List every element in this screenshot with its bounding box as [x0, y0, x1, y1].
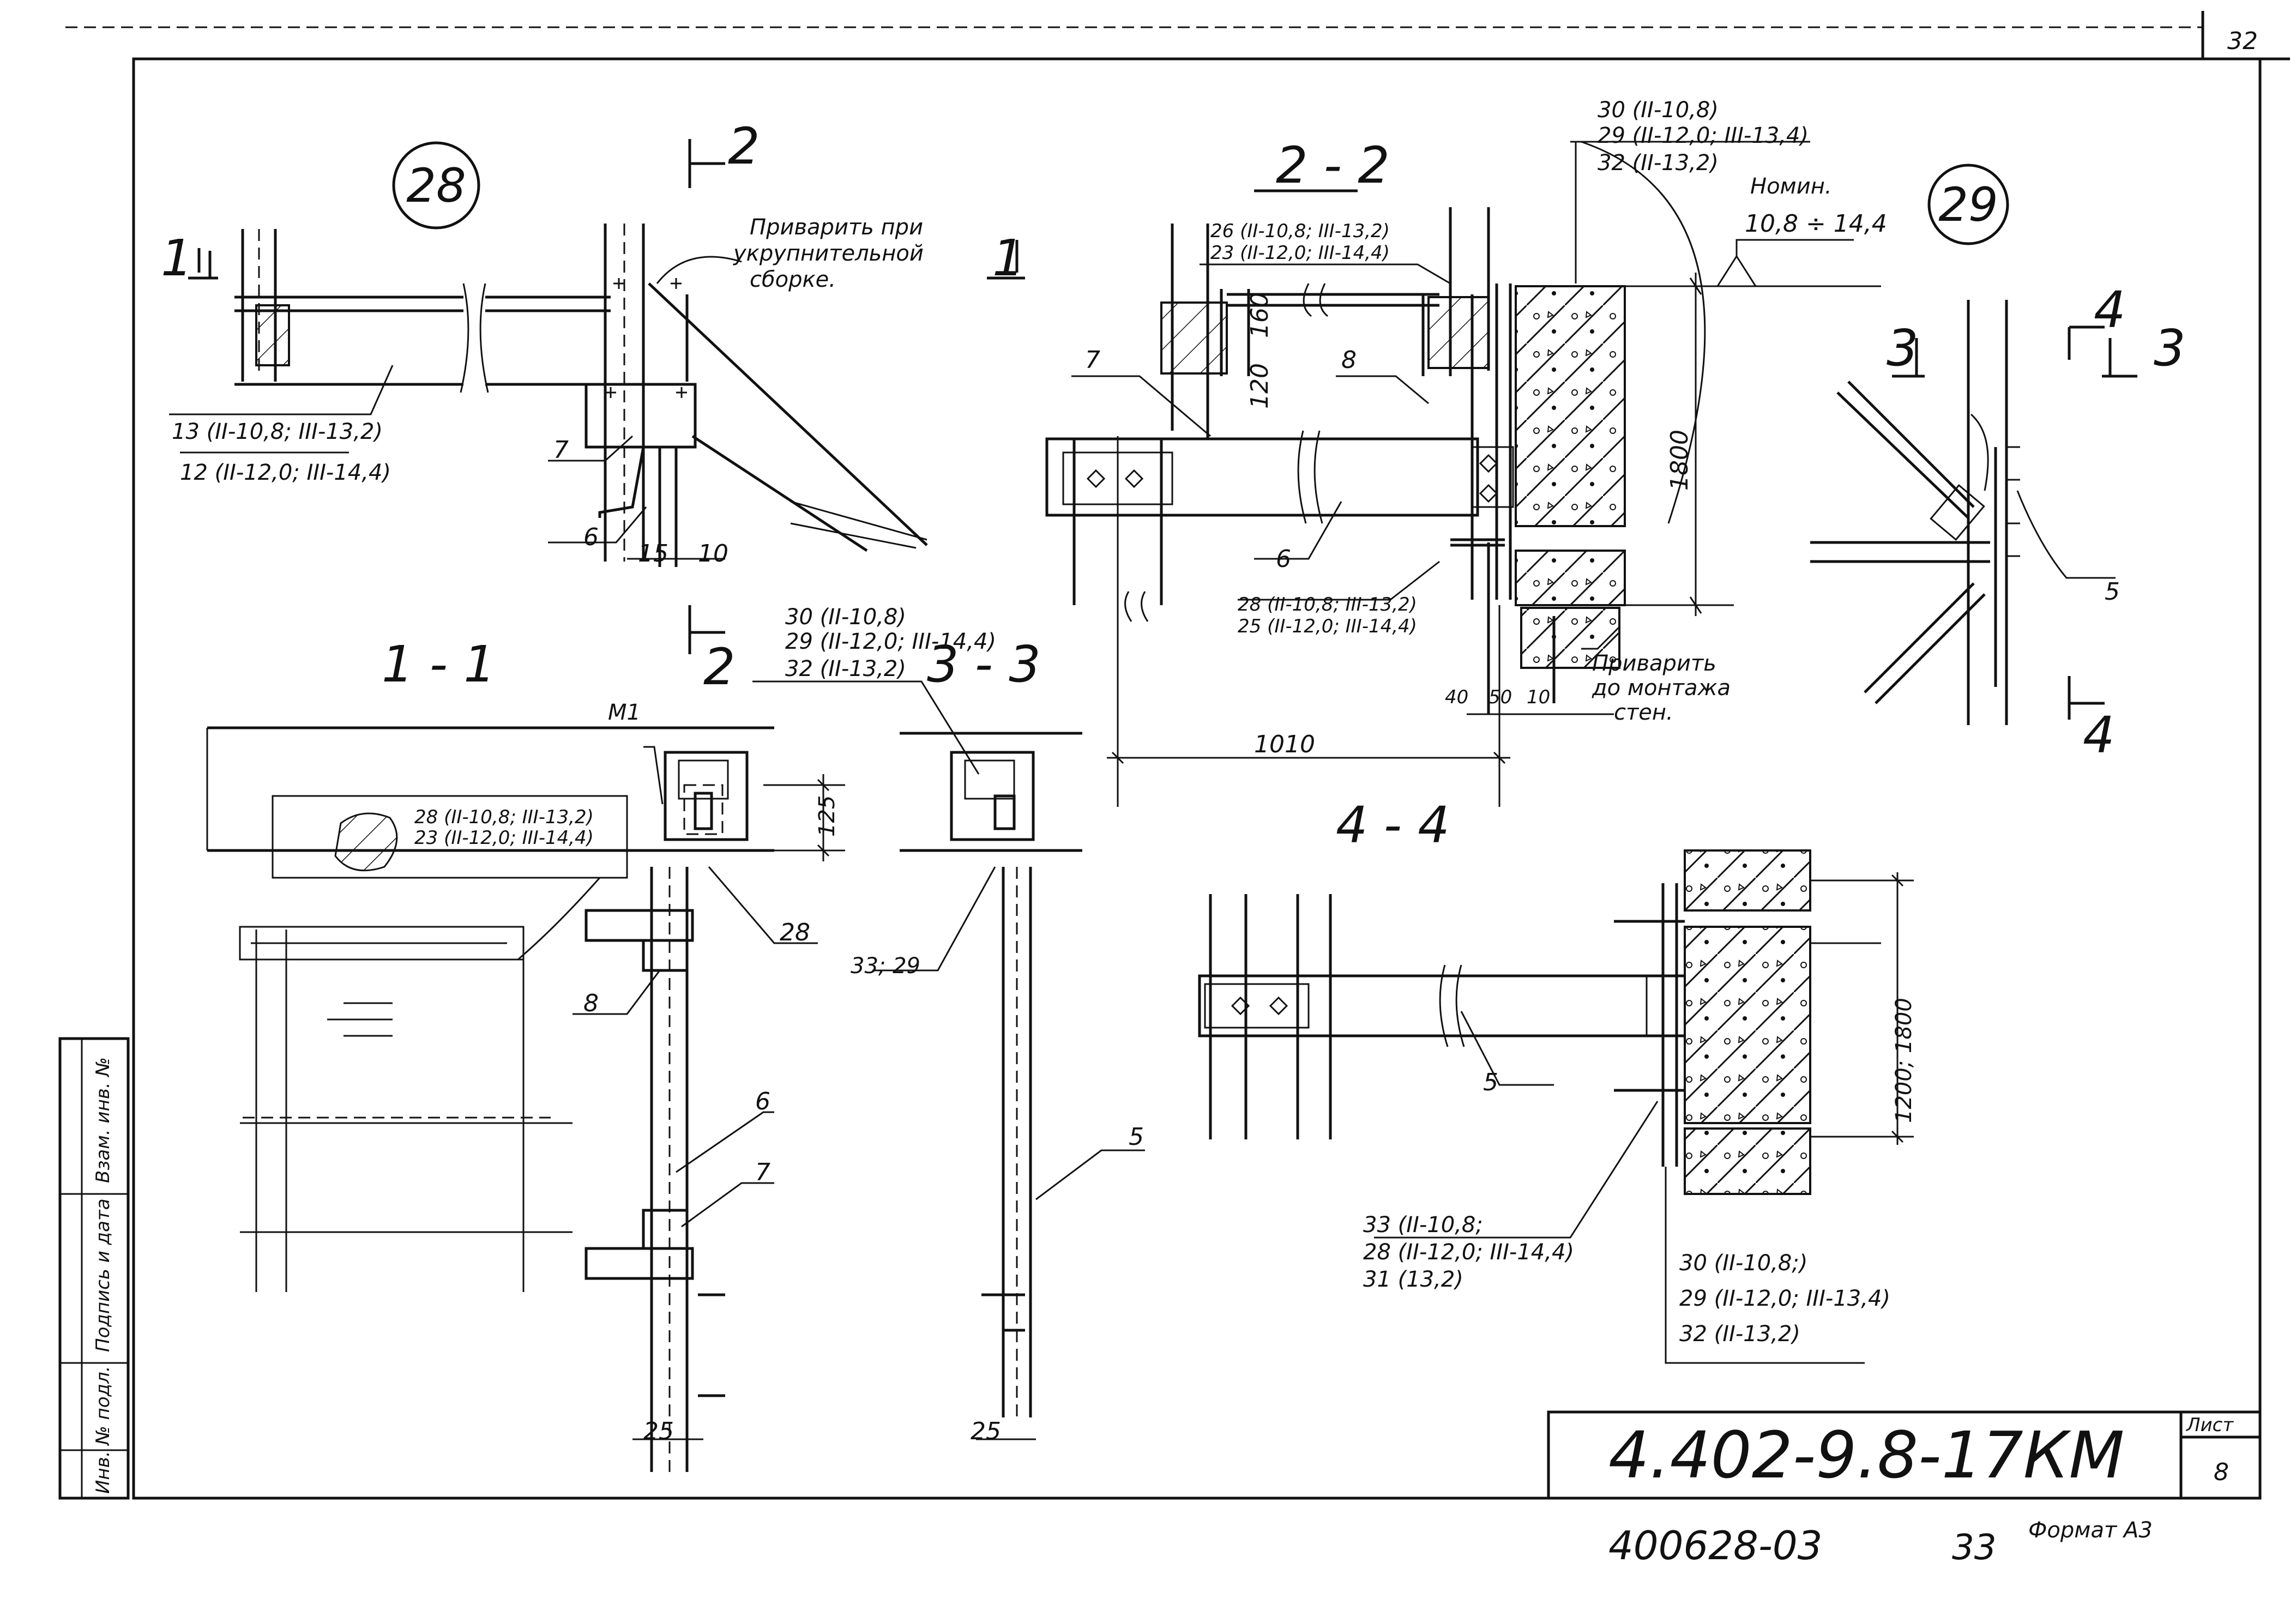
node-28-marker [392, 141, 480, 230]
section-2-2-dim-40: 40 [1445, 686, 1468, 708]
section-4-4-dim-1800: 1200; 1800 [1891, 998, 1917, 1123]
node-28-weld-note: Приварить при укрупнительной сборке. [733, 215, 924, 292]
node-28-note-line-3: сборке. [750, 267, 836, 292]
section-2-2-dim-1010: 1010 [1254, 731, 1315, 758]
node-28-cut-bottom-label: 2 [703, 638, 736, 696]
node-29-cut-3-right: 3 [2154, 319, 2186, 377]
section-4-4-label-28: 28 (II-12,0; III-14,4) [1363, 1240, 1574, 1265]
section-2-2-label-29: 29 (II-12,0; III-13,4) [1598, 123, 1809, 148]
node-28-cut-right-label: 1 [992, 229, 1025, 287]
section-1-1-dim-125: 125 [815, 795, 840, 837]
title-block-designation: 4.402-9.8-17КМ [1608, 1417, 2124, 1493]
section-4-4-label-30: 30 (II-10,8;) [1679, 1251, 1807, 1276]
node-29-pos-5: 5 [2105, 578, 2120, 606]
section-2-2-note-line-2: до монтажа [1592, 675, 1731, 701]
archive-number: 400628-03 [1608, 1523, 1822, 1568]
node-28-note-line-1: Приварить при [750, 215, 923, 240]
section-2-2-title-text: 2 - 2 [1276, 136, 1390, 195]
section-4-4-title: 4 - 4 [1336, 796, 1450, 854]
section-2-2-note-line-1: Приварить [1592, 651, 1716, 676]
section-2-2-pos-7: 7 [1085, 346, 1100, 374]
section-4-4-label-29: 29 (II-12,0; III-13,4) [1679, 1286, 1890, 1311]
section-2-2-dim-50: 50 [1489, 686, 1512, 708]
section-2-2-pos-6: 6 [1276, 545, 1291, 573]
section-1-1-pos-8: 8 [583, 989, 599, 1017]
section-2-2-dim-120: 120 [1246, 363, 1274, 409]
section-1-1-dim-25: 25 [643, 1417, 674, 1445]
section-2-2-mark-label: Номин. [1750, 174, 1832, 199]
section-1-1-drawing [206, 726, 845, 1472]
section-4-4-label-32: 32 (II-13,2) [1679, 1322, 1800, 1347]
title-block-sheet-number: 8 [2214, 1458, 2229, 1486]
node-28-pos-6: 6 [583, 523, 599, 551]
section-2-2-pos-8: 8 [1341, 346, 1357, 374]
section-2-2-drawing [1045, 141, 1881, 807]
stamp-sign-date: Подпись и дата [92, 1198, 114, 1352]
page-number: 33 [1952, 1528, 1996, 1568]
section-1-1-label-23: 23 (II-12,0; III-14,4) [414, 827, 594, 849]
title-block-sheet-label: Лист [2185, 1414, 2234, 1436]
section-1-1-label-28: 28 (II-10,8; III-13,2) [414, 806, 594, 828]
node-29-marker [1927, 164, 2009, 245]
section-2-2-note-line-3: стен. [1614, 700, 1673, 725]
node-28-pos-7: 7 [553, 436, 569, 464]
section-3-3-label-33-29: 33; 29 [851, 954, 920, 979]
section-4-4-pos-5: 5 [1483, 1069, 1498, 1096]
node-28-dim-10: 10 [698, 540, 728, 568]
node-28-label-12: 12 (II-12,0; III-14,4) [180, 460, 391, 485]
node-28-number: 28 [406, 159, 466, 213]
node-29-cut-3-left: 3 [1887, 319, 1919, 377]
section-1-1-pos-7: 7 [755, 1159, 770, 1186]
sheet-corner-number: 32 [2227, 27, 2258, 55]
section-3-3-dim-25: 25 [971, 1417, 1001, 1445]
section-2-2-label-26: 26 (II-10,8; III-13,2) [1210, 220, 1390, 242]
node-29-cut-4-top: 4 [2094, 281, 2126, 339]
format-label: Формат А3 [2028, 1518, 2153, 1543]
section-3-3-label-30: 30 (II-10,8) [785, 605, 906, 630]
section-2-2-label-25: 25 (II-12,0; III-14,4) [1238, 616, 1417, 637]
node-29-drawing [1810, 164, 2137, 725]
node-29-number: 29 [1938, 178, 1998, 232]
node-29-cut-4-bottom: 4 [2083, 706, 2115, 764]
section-1-1-title: 1 - 1 [382, 635, 496, 693]
section-4-4-drawing [1198, 849, 1914, 1364]
section-3-3-title: 3 - 3 [927, 635, 1041, 693]
section-4-4-label-31: 31 (13,2) [1363, 1267, 1463, 1292]
node-28-cut-left-label: 1 [161, 229, 193, 287]
section-2-2-dim-1800: 1800 [1666, 430, 1694, 491]
stamp-inv-no: Инв. № подл. [92, 1366, 114, 1494]
section-2-2-label-28: 28 (II-10,8; III-13,2) [1238, 594, 1417, 616]
section-1-1-pos-28: 28 [780, 919, 810, 946]
node-28-drawing [169, 139, 1025, 654]
sheet-frame [58, 11, 2290, 1500]
section-1-1-pos-6: 6 [755, 1088, 770, 1115]
section-2-2-mark-value: 10,8 ÷ 14,4 [1745, 210, 1887, 238]
node-28-label-13: 13 (II-10,8; III-13,2) [172, 419, 383, 444]
node-28-note-line-2: укрупнительной [733, 241, 924, 266]
section-2-2-weld-note: Приварить до монтажа стен. [1592, 651, 1731, 725]
section-3-3-label-32: 32 (II-13,2) [785, 656, 906, 681]
section-3-3-label-29: 29 (II-12,0; III-14,4) [785, 629, 996, 654]
node-28-cut-top-label: 2 [728, 117, 760, 176]
stamp-replace-inv: Взам. инв. № [92, 1057, 114, 1183]
section-2-2-dim-160: 160 [1246, 292, 1274, 338]
section-2-2-label-30: 30 (II-10,8) [1598, 98, 1719, 123]
section-1-1-label-M1: М1 [608, 700, 641, 725]
section-2-2-label-32: 32 (II-13,2) [1598, 150, 1719, 176]
node-28-dim-15: 15 [638, 540, 668, 568]
section-3-3-drawing [752, 680, 1145, 1440]
section-2-2-dim-10: 10 [1527, 686, 1550, 708]
section-2-2-title: 2 - 2 [1276, 136, 1390, 195]
section-3-3-pos-5: 5 [1129, 1123, 1144, 1151]
section-2-2-label-23: 23 (II-12,0; III-14,4) [1210, 242, 1390, 264]
section-4-4-label-33: 33 (II-10,8; [1363, 1212, 1483, 1238]
